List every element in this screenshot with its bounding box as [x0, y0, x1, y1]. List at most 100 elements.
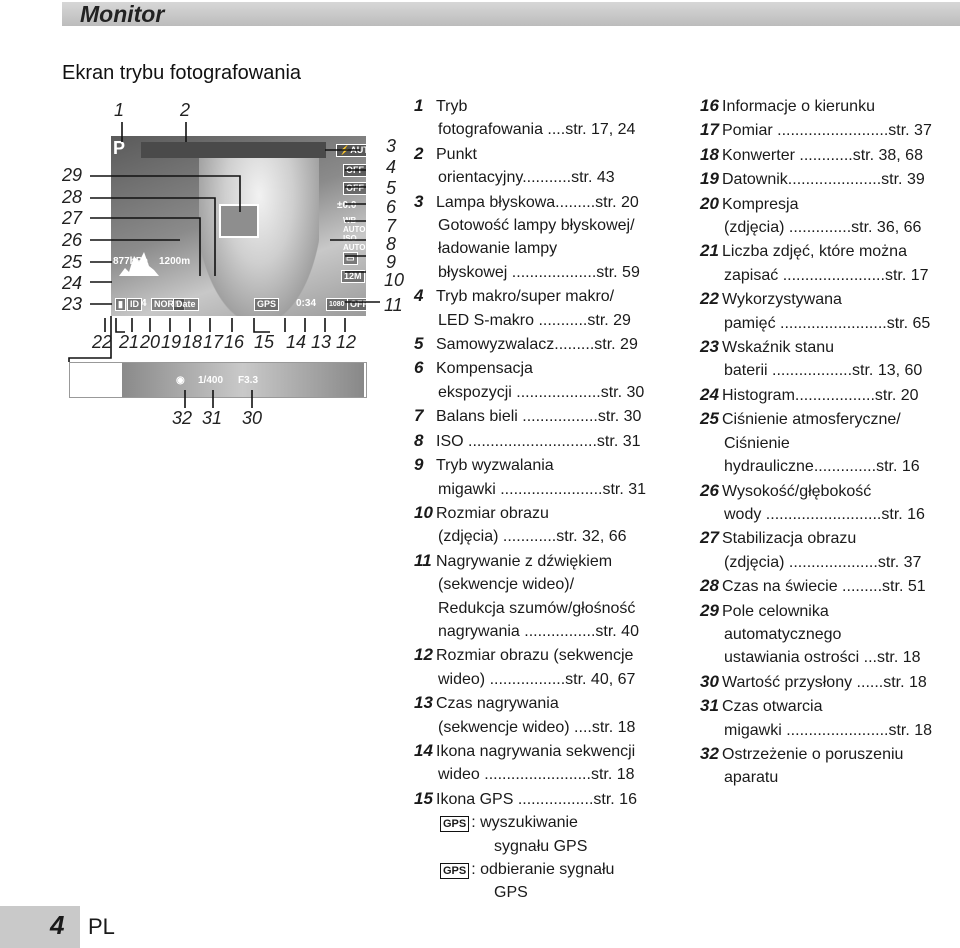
- legend-number: 8: [414, 430, 424, 450]
- legend-text: ładowanie lampy: [438, 240, 558, 258]
- legend-number: 26: [700, 480, 719, 500]
- callout-8: 8: [386, 234, 397, 254]
- callout-25: 25: [62, 252, 83, 272]
- callout-28: 28: [62, 187, 83, 207]
- callout-7: 7: [386, 216, 397, 236]
- self-timer-icon: OFF: [343, 182, 366, 195]
- legend-text: Lampa błyskowa.........str. 20: [436, 193, 639, 211]
- legend-text: Pomiar .........................str. 37: [722, 122, 932, 140]
- legend-text: Stabilizacja obrazu: [722, 530, 857, 548]
- legend-number: 2: [414, 143, 424, 163]
- legend-text: Ikona GPS .................str. 16: [436, 790, 637, 808]
- legend-number: 30: [700, 671, 719, 691]
- legend-text: Czas otwarcia: [722, 698, 823, 716]
- callout-15: 15: [254, 332, 275, 352]
- legend-text: Liczba zdjęć, które można: [722, 243, 907, 261]
- aperture-readout: F3.3: [238, 375, 259, 386]
- exposure-value: ±0.0: [337, 200, 357, 211]
- callout-1: 1: [114, 100, 125, 120]
- legend-text: ISO .............................str. 31: [436, 432, 641, 450]
- legend-text: Tryb makro/super makro/: [436, 288, 615, 306]
- callout-6: 6: [386, 197, 397, 217]
- legend-number: 27: [700, 528, 719, 548]
- gps-note-text: sygnału GPS: [494, 837, 588, 855]
- legend-text: (zdjęcia) ............str. 32, 66: [438, 528, 627, 546]
- memory-icon: ID: [127, 298, 142, 311]
- af-target-frame: [219, 204, 259, 238]
- legend-text: Samowyzwalacz.........str. 29: [436, 336, 638, 354]
- legend-number: 13: [414, 693, 433, 713]
- shutter-readout: 1/400: [198, 375, 224, 386]
- flash-icon: ⚡AUTO: [336, 144, 366, 157]
- legend-number: 18: [700, 144, 719, 164]
- legend-text: orientacyjny...........str. 43: [438, 169, 615, 187]
- page-number: 4: [50, 910, 65, 940]
- legend-number: 25: [700, 409, 719, 429]
- legend-text: migawki .......................str. 18: [724, 721, 933, 739]
- legend-text: Rozmiar obrazu: [436, 504, 549, 522]
- legend-text: błyskowej ...................str. 59: [438, 263, 640, 281]
- callout-22: 22: [92, 332, 113, 352]
- gps-note: GPS: wyszukiwanie: [414, 811, 684, 834]
- legend-item: 8 ISO .............................str. 3…: [414, 429, 684, 453]
- legend-text: Datownik.....................str. 39: [722, 171, 925, 189]
- legend-number: 14: [414, 740, 433, 760]
- gps-icon: GPS: [440, 816, 470, 833]
- shot-count: 4: [141, 298, 147, 309]
- legend-text: Pole celownika: [722, 602, 829, 620]
- legend-text: wideo ........................str. 18: [438, 766, 635, 784]
- wb-icon: WB AUTO: [343, 216, 366, 234]
- legend-number: 4: [414, 286, 424, 306]
- legend-text: Nagrywanie z dźwiękiem: [436, 552, 613, 570]
- legend-number: 10: [414, 502, 433, 522]
- page-tab: [0, 906, 80, 948]
- legend-text: Kompresja: [722, 195, 799, 213]
- legend-text: Kompensacja: [436, 360, 533, 378]
- record-time: 0:34: [296, 298, 317, 309]
- legend-text: Rozmiar obrazu (sekwencje: [436, 647, 634, 665]
- legend-text: Informacje o kierunku: [722, 98, 875, 115]
- callout-29: 29: [62, 165, 83, 185]
- callout-11: 11: [384, 295, 403, 315]
- legend-number: 22: [700, 289, 719, 309]
- legend-number: 19: [700, 169, 719, 189]
- legend-text: Tryb: [436, 98, 468, 115]
- callout-4: 4: [386, 157, 397, 177]
- callout-9: 9: [386, 252, 397, 272]
- legend-text: LED S-makro ...........str. 29: [438, 311, 631, 329]
- macro-icon: OFF: [343, 164, 366, 177]
- compression-icon: NORM: [151, 298, 185, 311]
- camera-screen-bottom: ◉ 1/400 F3.3: [69, 362, 367, 398]
- image-size-icon: 12M: [341, 270, 365, 283]
- legend-text: migawki .......................str. 31: [438, 480, 647, 498]
- sound-icon: OFF: [347, 298, 366, 311]
- language-label: PL: [88, 914, 115, 939]
- callout-26: 26: [62, 230, 83, 250]
- legend-text: ustawiania ostrości ...str. 18: [724, 649, 921, 667]
- legend-number: 9: [414, 455, 424, 475]
- gps-note: GPS: odbieranie sygnału: [414, 858, 684, 881]
- legend-text: Wartość przysłony ......str. 18: [722, 673, 927, 691]
- gps-note-text: : wyszukiwanie: [471, 814, 578, 832]
